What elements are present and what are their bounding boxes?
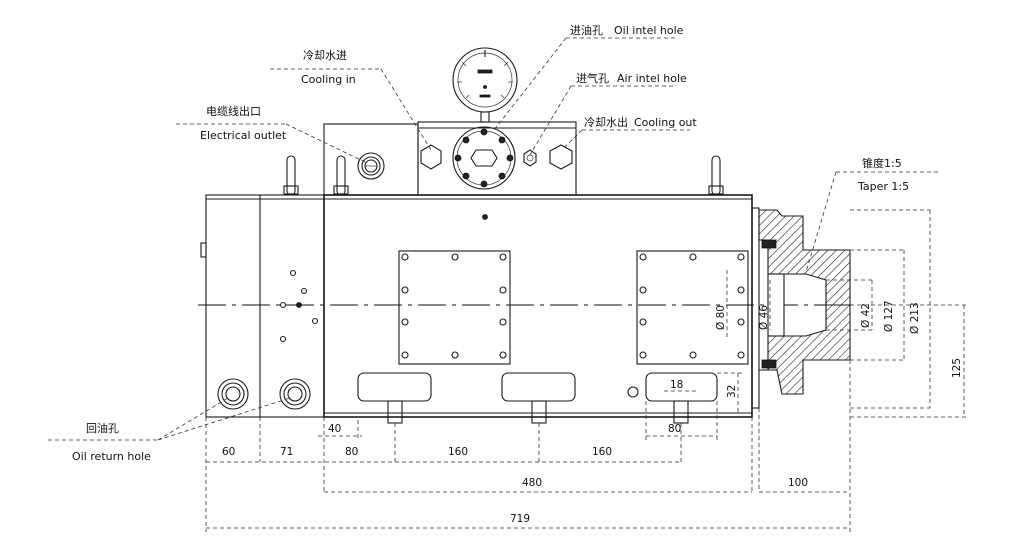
dim-125: 125 (951, 358, 963, 378)
cable-gland-icon (279, 378, 311, 410)
oil-inlet-label-cn: 进油孔 (570, 23, 603, 37)
cable-gland-icon (217, 378, 249, 410)
electrical-outlet-label-cn: 电缆线出口 (206, 104, 261, 118)
taper-label-cn: 锥度1:5 (862, 156, 902, 170)
mounting-slots (357, 372, 718, 424)
oil-return-label-cn: 回油孔 (86, 421, 119, 435)
dimension-texts: 60 71 40 80 160 160 18 80 480 100 719 32… (222, 300, 963, 525)
cover-plate-left (398, 250, 511, 365)
hex-fitting-icon (549, 144, 573, 170)
dim-100: 100 (788, 477, 808, 489)
dim-dia-42: Ø 42 (860, 303, 872, 328)
dim-dia-127: Ø 127 (883, 300, 895, 332)
lifting-bolt-icon (333, 155, 349, 196)
leader-lines (48, 37, 940, 441)
cooling-in-label-cn: 冷却水进 (303, 49, 347, 62)
cooling-out-label-cn: 冷却水出 (584, 115, 628, 129)
spindle-nose-section (758, 209, 851, 395)
dim-160-a: 160 (448, 446, 468, 458)
dim-719: 719 (510, 513, 530, 525)
electrical-outlet-label-en: Electrical outlet (200, 129, 287, 142)
dim-80-a: 80 (345, 446, 358, 458)
oil-inlet-flange (452, 126, 516, 190)
hex-fitting-icon (523, 149, 537, 167)
oil-return-label-en: Oil return hole (72, 450, 151, 463)
dim-32: 32 (726, 385, 738, 398)
cable-gland-icon (357, 152, 385, 180)
cooling-out-label-en: Cooling out (634, 116, 697, 129)
dim-dia-46: Ø 46 (758, 305, 770, 330)
callout-labels: 进油孔 Oil intel hole 冷却水进 Cooling in 进气孔 A… (72, 23, 909, 463)
air-inlet-label-cn: 进气孔 (576, 71, 609, 85)
mounting-holes (279, 214, 639, 398)
dim-480: 480 (522, 477, 542, 489)
dim-60: 60 (222, 446, 235, 458)
pressure-gauge-icon (452, 47, 518, 123)
dimension-lines (205, 209, 968, 532)
taper-label-en: Taper 1:5 (857, 180, 909, 193)
dim-40: 40 (328, 423, 341, 435)
dim-160-b: 160 (592, 446, 612, 458)
dim-80-b: 80 (668, 423, 681, 435)
cooling-in-label-en: Cooling in (301, 73, 356, 86)
dim-18: 18 (670, 379, 683, 391)
dim-71: 71 (280, 446, 293, 458)
dim-dia-80: Ø 80 (715, 305, 727, 330)
air-inlet-label-en: Air intel hole (617, 72, 687, 85)
oil-inlet-label-en: Oil intel hole (614, 24, 684, 37)
lifting-bolt-icon (708, 155, 724, 196)
cover-plate-right (636, 250, 749, 365)
dim-dia-213: Ø 213 (909, 302, 921, 334)
lifting-bolt-icon (283, 155, 299, 196)
top-manifold-block (323, 121, 577, 196)
hex-fitting-icon (420, 144, 442, 170)
